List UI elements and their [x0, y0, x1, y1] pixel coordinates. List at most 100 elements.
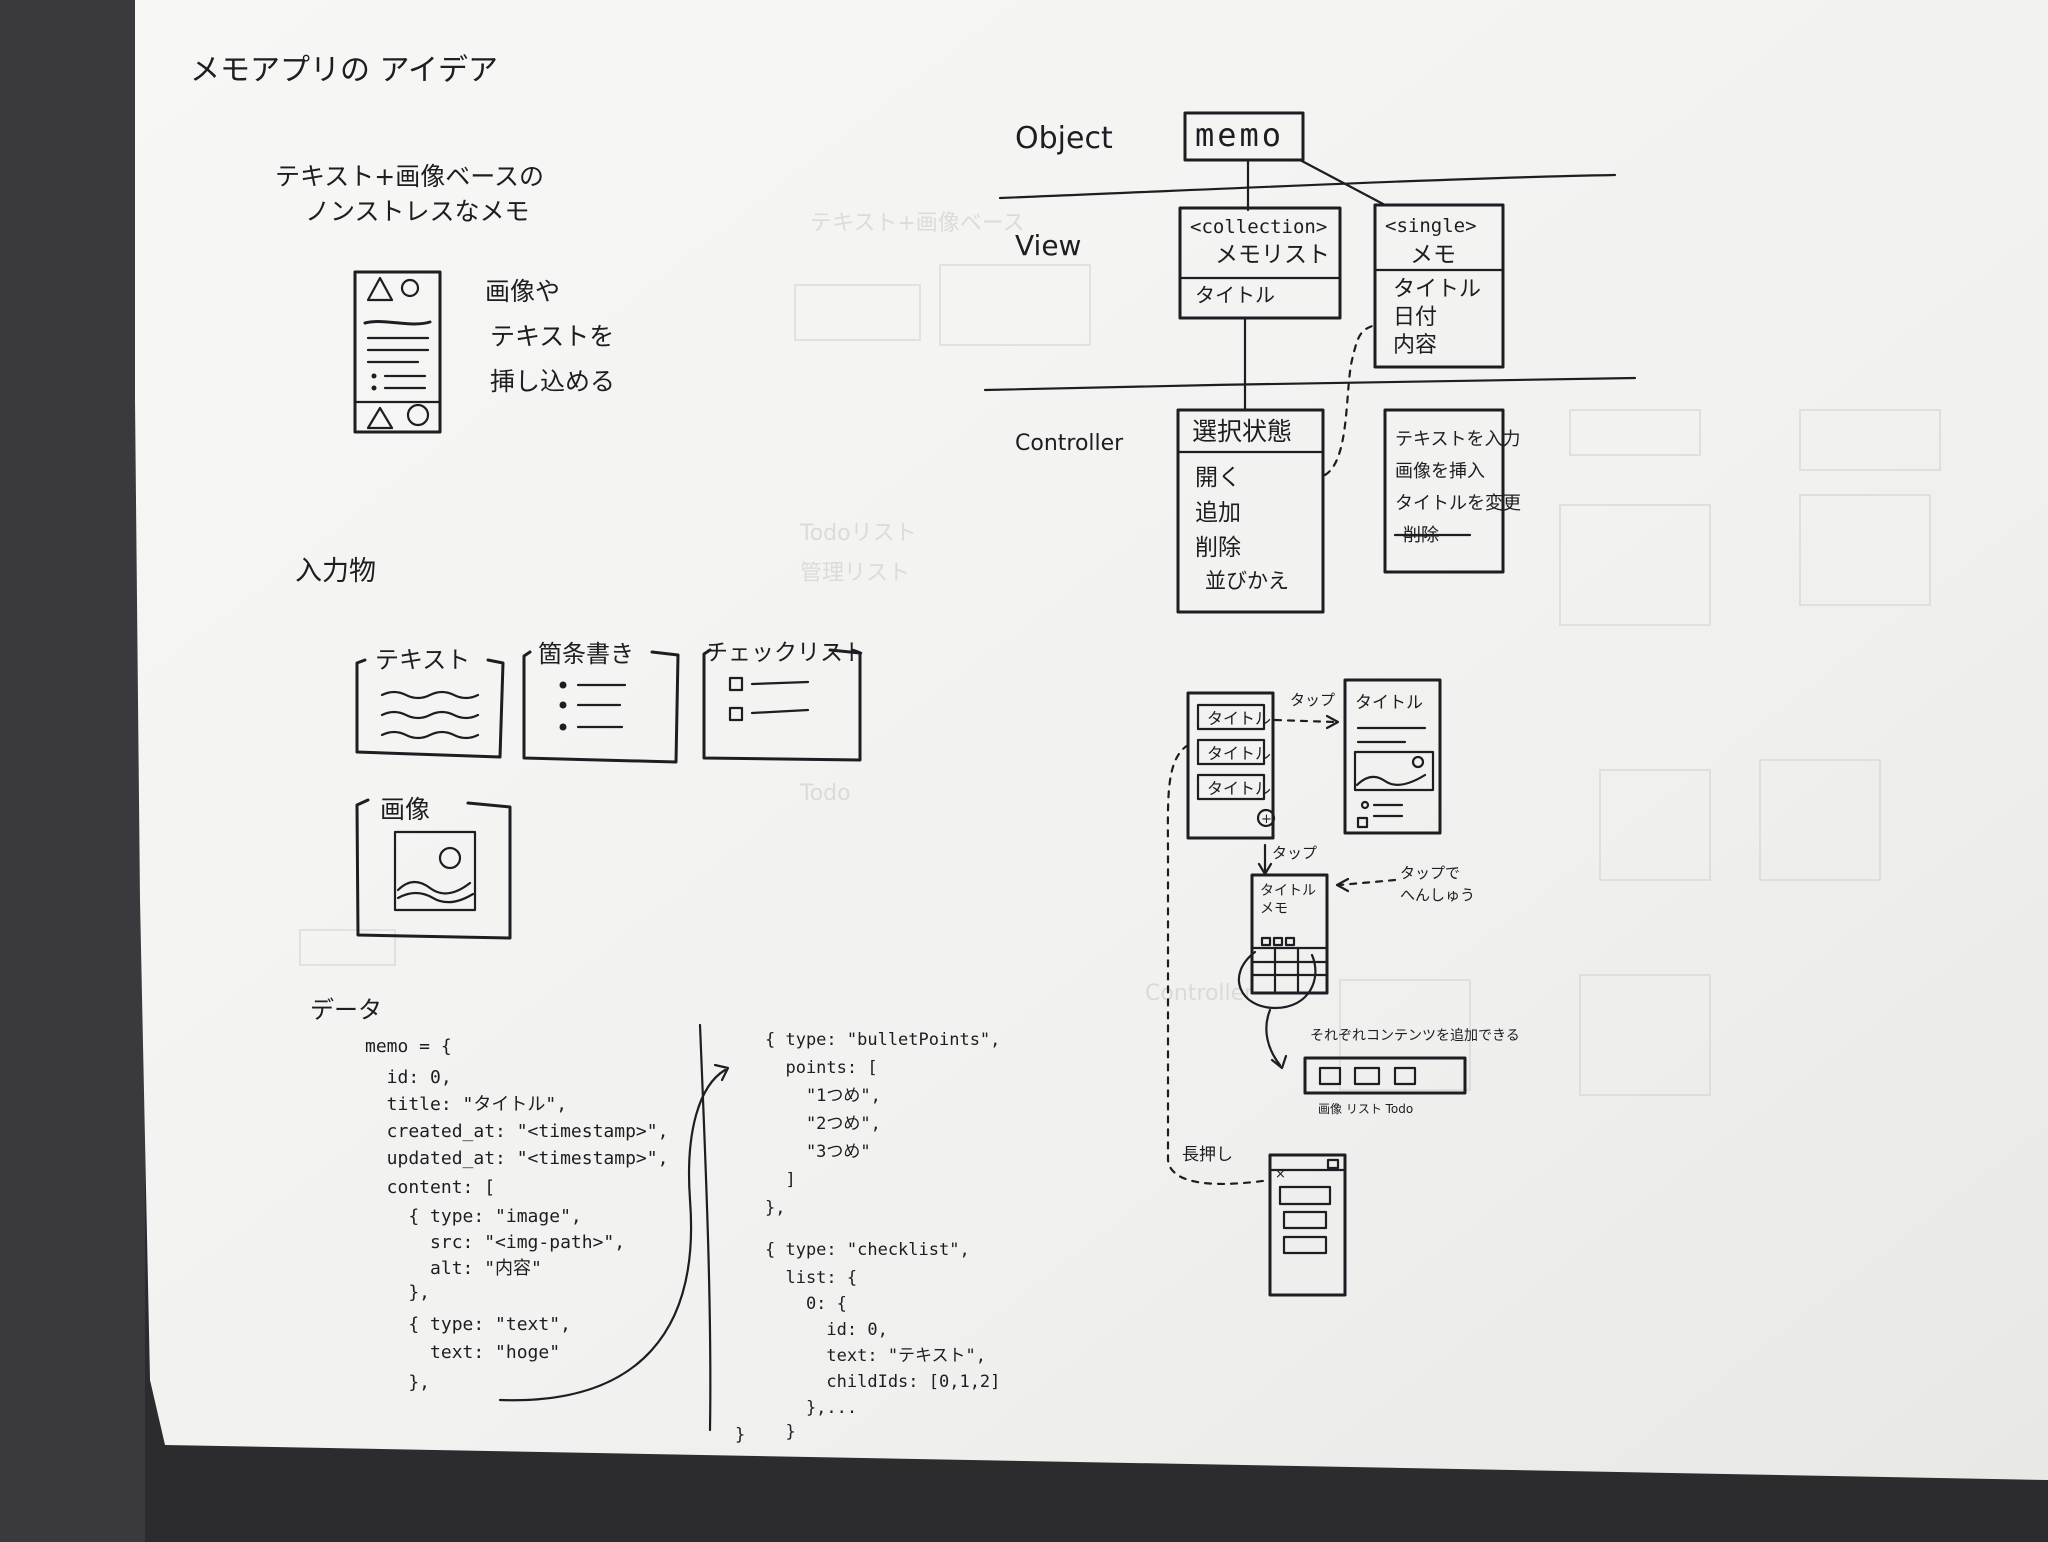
layer-view-label: View — [1015, 229, 1081, 262]
screen-flow: タイトル タイトル タイトル + タップ タイトル — [1166, 678, 1520, 1297]
single-field: タイトル — [1393, 277, 1481, 302]
code-line: title: "タイトル", — [365, 1094, 567, 1115]
layer-object-label: Object — [1015, 121, 1113, 156]
code-line: ] — [765, 1170, 796, 1190]
svg-text:+: + — [1261, 812, 1272, 827]
code-line: id: 0, — [365, 1067, 452, 1088]
detail-title: タイトル — [1355, 693, 1423, 713]
code-line: "1つめ", — [765, 1086, 881, 1106]
collection-name: メモリスト — [1215, 242, 1330, 268]
single-action: テキストを入力 — [1395, 429, 1520, 450]
tap-edit-line-1: タップで — [1400, 864, 1460, 882]
code-line: points: [ — [765, 1058, 878, 1078]
concept-note-3: 挿し込める — [490, 367, 615, 396]
code-line: 0: { — [765, 1294, 847, 1314]
svg-text:テキスト+画像ベース: テキスト+画像ベース — [810, 211, 1025, 236]
text-card-label: テキスト — [375, 646, 470, 674]
todo-icon — [1393, 1066, 1417, 1086]
selection-screen-sketch: × — [1268, 1153, 1347, 1297]
code-line: id: 0, — [765, 1320, 888, 1340]
image-card-label: 画像 — [380, 795, 430, 824]
edit-title: タイトル — [1260, 883, 1316, 899]
image-icon — [1318, 1066, 1342, 1086]
code-line: { type: "checklist", — [765, 1240, 970, 1260]
code-line: },... — [765, 1398, 857, 1418]
long-press-label: 長押し — [1182, 1145, 1233, 1165]
checklist-card-label: チェックリスト — [705, 640, 866, 666]
memo-object-box — [1183, 111, 1305, 162]
code-line: { type: "bulletPoints", — [765, 1030, 1000, 1050]
tap-label-2: タップ — [1272, 844, 1317, 862]
concept-section: テキスト+画像ベースの ノンストレスなメモ 画像や テキストを 挿し込める — [275, 162, 615, 434]
single-tag: <single> — [1385, 215, 1477, 237]
paper-sheet — [135, 0, 2048, 1480]
code-line: alt: "内容" — [365, 1258, 542, 1279]
add-content-note: それぞれコンテンツを追加できる — [1310, 1028, 1520, 1044]
tap-label: タップ — [1290, 691, 1335, 709]
list-action: 削除 — [1195, 535, 1241, 561]
inputs-section: 入力物 テキスト 箇条書き チェックリスト — [295, 556, 866, 940]
page-title: メモアプリの アイデア — [190, 53, 498, 88]
phone-wireframe-sketch — [353, 270, 442, 434]
edit-memo: メモ — [1260, 901, 1288, 917]
list-icon — [1353, 1066, 1381, 1086]
code-line: }, — [365, 1282, 430, 1303]
concept-note-1: 画像や — [485, 277, 560, 306]
code-line: list: { — [765, 1268, 857, 1288]
code-line: text: "テキスト", — [765, 1346, 986, 1366]
checklist-card: チェックリスト — [702, 640, 866, 762]
data-heading: データ — [310, 996, 382, 1024]
single-field: 内容 — [1393, 333, 1437, 358]
triangle-icon — [366, 406, 394, 430]
image-card: 画像 — [355, 795, 512, 940]
single-action: タイトルを変更 — [1395, 493, 1521, 514]
circle-icon — [400, 278, 420, 298]
memo-object-label: memo — [1195, 116, 1284, 154]
triangle-icon — [366, 276, 394, 302]
add-icon — [1256, 808, 1276, 828]
concept-line-2: ノンストレスなメモ — [305, 197, 530, 226]
tap-edit-line-2: へんしゅう — [1400, 886, 1475, 904]
svg-text:管理リスト: 管理リスト — [800, 561, 910, 586]
list-screen-sketch: タイトル タイトル タイトル + — [1186, 691, 1276, 840]
list-item-label: タイトル — [1207, 709, 1271, 728]
data-section: データ memo = { id: 0, title: "タイトル", creat… — [310, 996, 1000, 1445]
code-line: created_at: "<timestamp>", — [365, 1121, 668, 1142]
code-line: src: "<img-path>", — [365, 1232, 625, 1253]
code-line: }, — [765, 1198, 785, 1218]
image-icon — [393, 830, 477, 912]
code-line: { type: "text", — [365, 1314, 571, 1335]
code-right: { type: "bulletPoints", points: [ "1つめ",… — [735, 1030, 1000, 1445]
inputs-heading: 入力物 — [295, 556, 376, 587]
bullets-card: 箇条書き — [522, 640, 680, 764]
single-view-box: <single> メモ タイトル 日付 内容 — [1373, 203, 1505, 369]
collection-field: タイトル — [1195, 283, 1275, 307]
list-action: 開く — [1195, 465, 1241, 491]
code-divider — [698, 1023, 712, 1432]
divider-view-controller — [983, 376, 1637, 392]
svg-text:Todoリスト: Todoリスト — [799, 521, 917, 546]
bullets-card-label: 箇条書き — [538, 640, 634, 668]
checkbox-icon — [728, 706, 744, 722]
close-icon: × — [1275, 1167, 1286, 1182]
code-line: } — [735, 1425, 745, 1445]
single-controller-box: テキストを入力 画像を挿入 タイトルを変更 削除 — [1383, 408, 1521, 574]
clipboard-edge — [0, 0, 145, 1542]
list-action: 追加 — [1195, 500, 1241, 526]
detail-screen-sketch: タイトル — [1343, 678, 1442, 835]
list-item-label: タイトル — [1207, 779, 1271, 798]
code-line: text: "hoge" — [365, 1342, 560, 1363]
single-name: メモ — [1410, 242, 1456, 268]
divider-object-view — [998, 173, 1617, 200]
concept-note-2: テキストを — [490, 322, 614, 351]
collection-view-box: <collection> メモリスト タイトル — [1178, 206, 1342, 320]
code-line: }, — [365, 1372, 430, 1393]
content-types-label: 画像 リスト Todo — [1318, 1102, 1413, 1116]
code-left: memo = { id: 0, title: "タイトル", created_a… — [365, 1036, 668, 1393]
code-line: "2つめ", — [765, 1114, 881, 1134]
concept-line-1: テキスト+画像ベースの — [275, 162, 544, 191]
edit-screen-sketch: タイトル メモ — [1237, 873, 1329, 1010]
trash-icon — [1326, 1158, 1340, 1170]
circle-icon — [406, 403, 430, 427]
